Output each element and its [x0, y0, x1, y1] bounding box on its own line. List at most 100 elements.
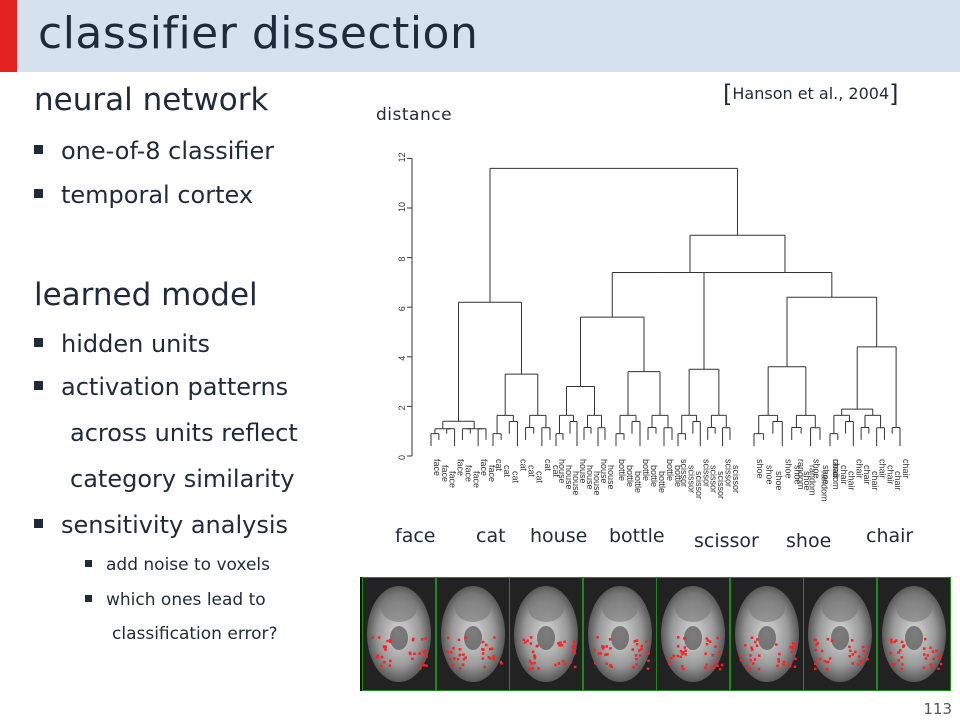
dendrogram-leaf-label: house: [585, 465, 595, 490]
voxel-marker: [463, 636, 467, 639]
voxel-marker: [560, 644, 564, 647]
voxel-marker: [850, 639, 854, 642]
voxel-marker: [559, 641, 562, 644]
dendrogram-leaf-label: cat: [527, 465, 537, 478]
voxel-marker: [448, 658, 451, 661]
voxel-marker: [499, 662, 503, 665]
voxel-marker: [815, 658, 818, 662]
voxel-marker: [668, 662, 671, 665]
voxel-marker: [492, 636, 496, 639]
brain-region: [895, 594, 932, 622]
brain-region: [528, 594, 564, 622]
voxel-marker: [757, 654, 760, 657]
voxel-marker: [592, 648, 596, 652]
voxel-marker: [635, 643, 638, 646]
brain-scan-image: [367, 586, 431, 682]
voxel-marker: [458, 648, 461, 651]
voxel-marker: [777, 660, 780, 663]
voxel-marker: [814, 662, 817, 665]
brain-scan-panel: [803, 577, 877, 691]
sub-bullet-which-ones: which ones lead to: [85, 590, 266, 610]
voxel-marker: [601, 647, 604, 650]
voxel-marker: [929, 663, 932, 666]
voxel-marker: [900, 640, 903, 644]
voxel-marker: [634, 663, 638, 666]
dendrogram-leaf-label: chair: [870, 471, 880, 491]
bullet-square-icon: [34, 380, 43, 390]
voxel-marker: [531, 667, 534, 670]
voxel-marker: [481, 657, 484, 660]
voxel-marker: [597, 652, 600, 655]
voxel-marker: [419, 667, 422, 670]
voxel-marker: [422, 650, 425, 653]
heading-learned-model: learned model: [34, 277, 258, 313]
voxel-marker: [449, 651, 452, 654]
dendrogram-leaf-label: shoe: [802, 471, 812, 491]
bullet-square-icon: [34, 188, 43, 198]
bullet-text: hidden units: [61, 330, 210, 358]
dendrogram-leaf-label: shoe: [783, 459, 793, 479]
voxel-marker: [631, 665, 635, 669]
voxel-marker: [896, 651, 900, 654]
dendrogram-leaf-label: shoe: [793, 465, 803, 485]
voxel-marker: [571, 645, 575, 649]
voxel-marker: [683, 637, 686, 640]
dendrogram: 024681012facefacefacefacefacefacefacefac…: [397, 152, 911, 501]
brain-scan-image: [881, 586, 946, 682]
voxel-marker: [718, 667, 722, 671]
brain-region: [822, 594, 858, 622]
category-label-bottle: bottle: [609, 525, 665, 547]
voxel-marker: [716, 636, 719, 640]
dendrogram-leaf-label: scissor: [716, 471, 726, 499]
dendrogram-leaf-label: bottle: [657, 471, 667, 493]
dendrogram-leaf-label: scissor: [679, 459, 689, 487]
voxel-marker: [425, 649, 428, 652]
bullet-sensitivity-analysis: sensitivity analysis: [34, 511, 288, 539]
bullet-text: sensitivity analysis: [61, 511, 289, 539]
brain-scan-panel: [656, 577, 730, 691]
dendrogram-leaf-label: chair: [893, 471, 903, 491]
voxel-marker: [851, 662, 854, 665]
voxel-marker: [932, 657, 935, 660]
voxel-marker: [854, 650, 857, 654]
brain-region: [831, 626, 849, 650]
brain-scan-panel: [729, 577, 804, 691]
voxel-marker: [461, 653, 465, 656]
citation-bracket: ]: [889, 80, 899, 108]
voxel-marker: [601, 645, 605, 649]
voxel-marker: [706, 639, 710, 642]
voxel-marker: [938, 657, 941, 660]
brain-region: [684, 626, 702, 650]
voxel-marker: [682, 667, 685, 671]
voxel-marker: [856, 663, 860, 666]
voxel-marker: [529, 636, 533, 639]
voxel-marker: [670, 656, 673, 660]
category-label-scissor: scissor: [694, 530, 759, 552]
voxel-marker: [599, 652, 602, 655]
voxel-marker: [411, 657, 414, 661]
brain-region: [748, 594, 785, 622]
brain-region: [537, 626, 555, 650]
voxel-marker: [776, 658, 780, 661]
brain-region: [675, 594, 711, 622]
voxel-marker: [889, 638, 893, 642]
voxel-marker: [900, 663, 904, 666]
voxel-marker: [600, 645, 603, 648]
voxel-marker: [788, 646, 792, 649]
category-label-house: house: [530, 525, 588, 547]
voxel-marker: [848, 645, 851, 649]
citation-bracket: [: [723, 80, 733, 108]
voxel-marker: [558, 644, 561, 647]
voxel-marker: [901, 645, 905, 648]
voxel-marker: [704, 652, 707, 655]
voxel-marker: [557, 642, 560, 645]
voxel-marker: [572, 644, 576, 647]
brain-region: [601, 594, 638, 622]
voxel-marker: [608, 638, 611, 641]
voxel-marker: [848, 654, 851, 658]
voxel-marker: [522, 638, 526, 641]
voxel-marker: [923, 637, 926, 641]
voxel-marker: [782, 660, 785, 664]
voxel-marker: [422, 664, 426, 667]
voxel-marker: [554, 663, 557, 667]
